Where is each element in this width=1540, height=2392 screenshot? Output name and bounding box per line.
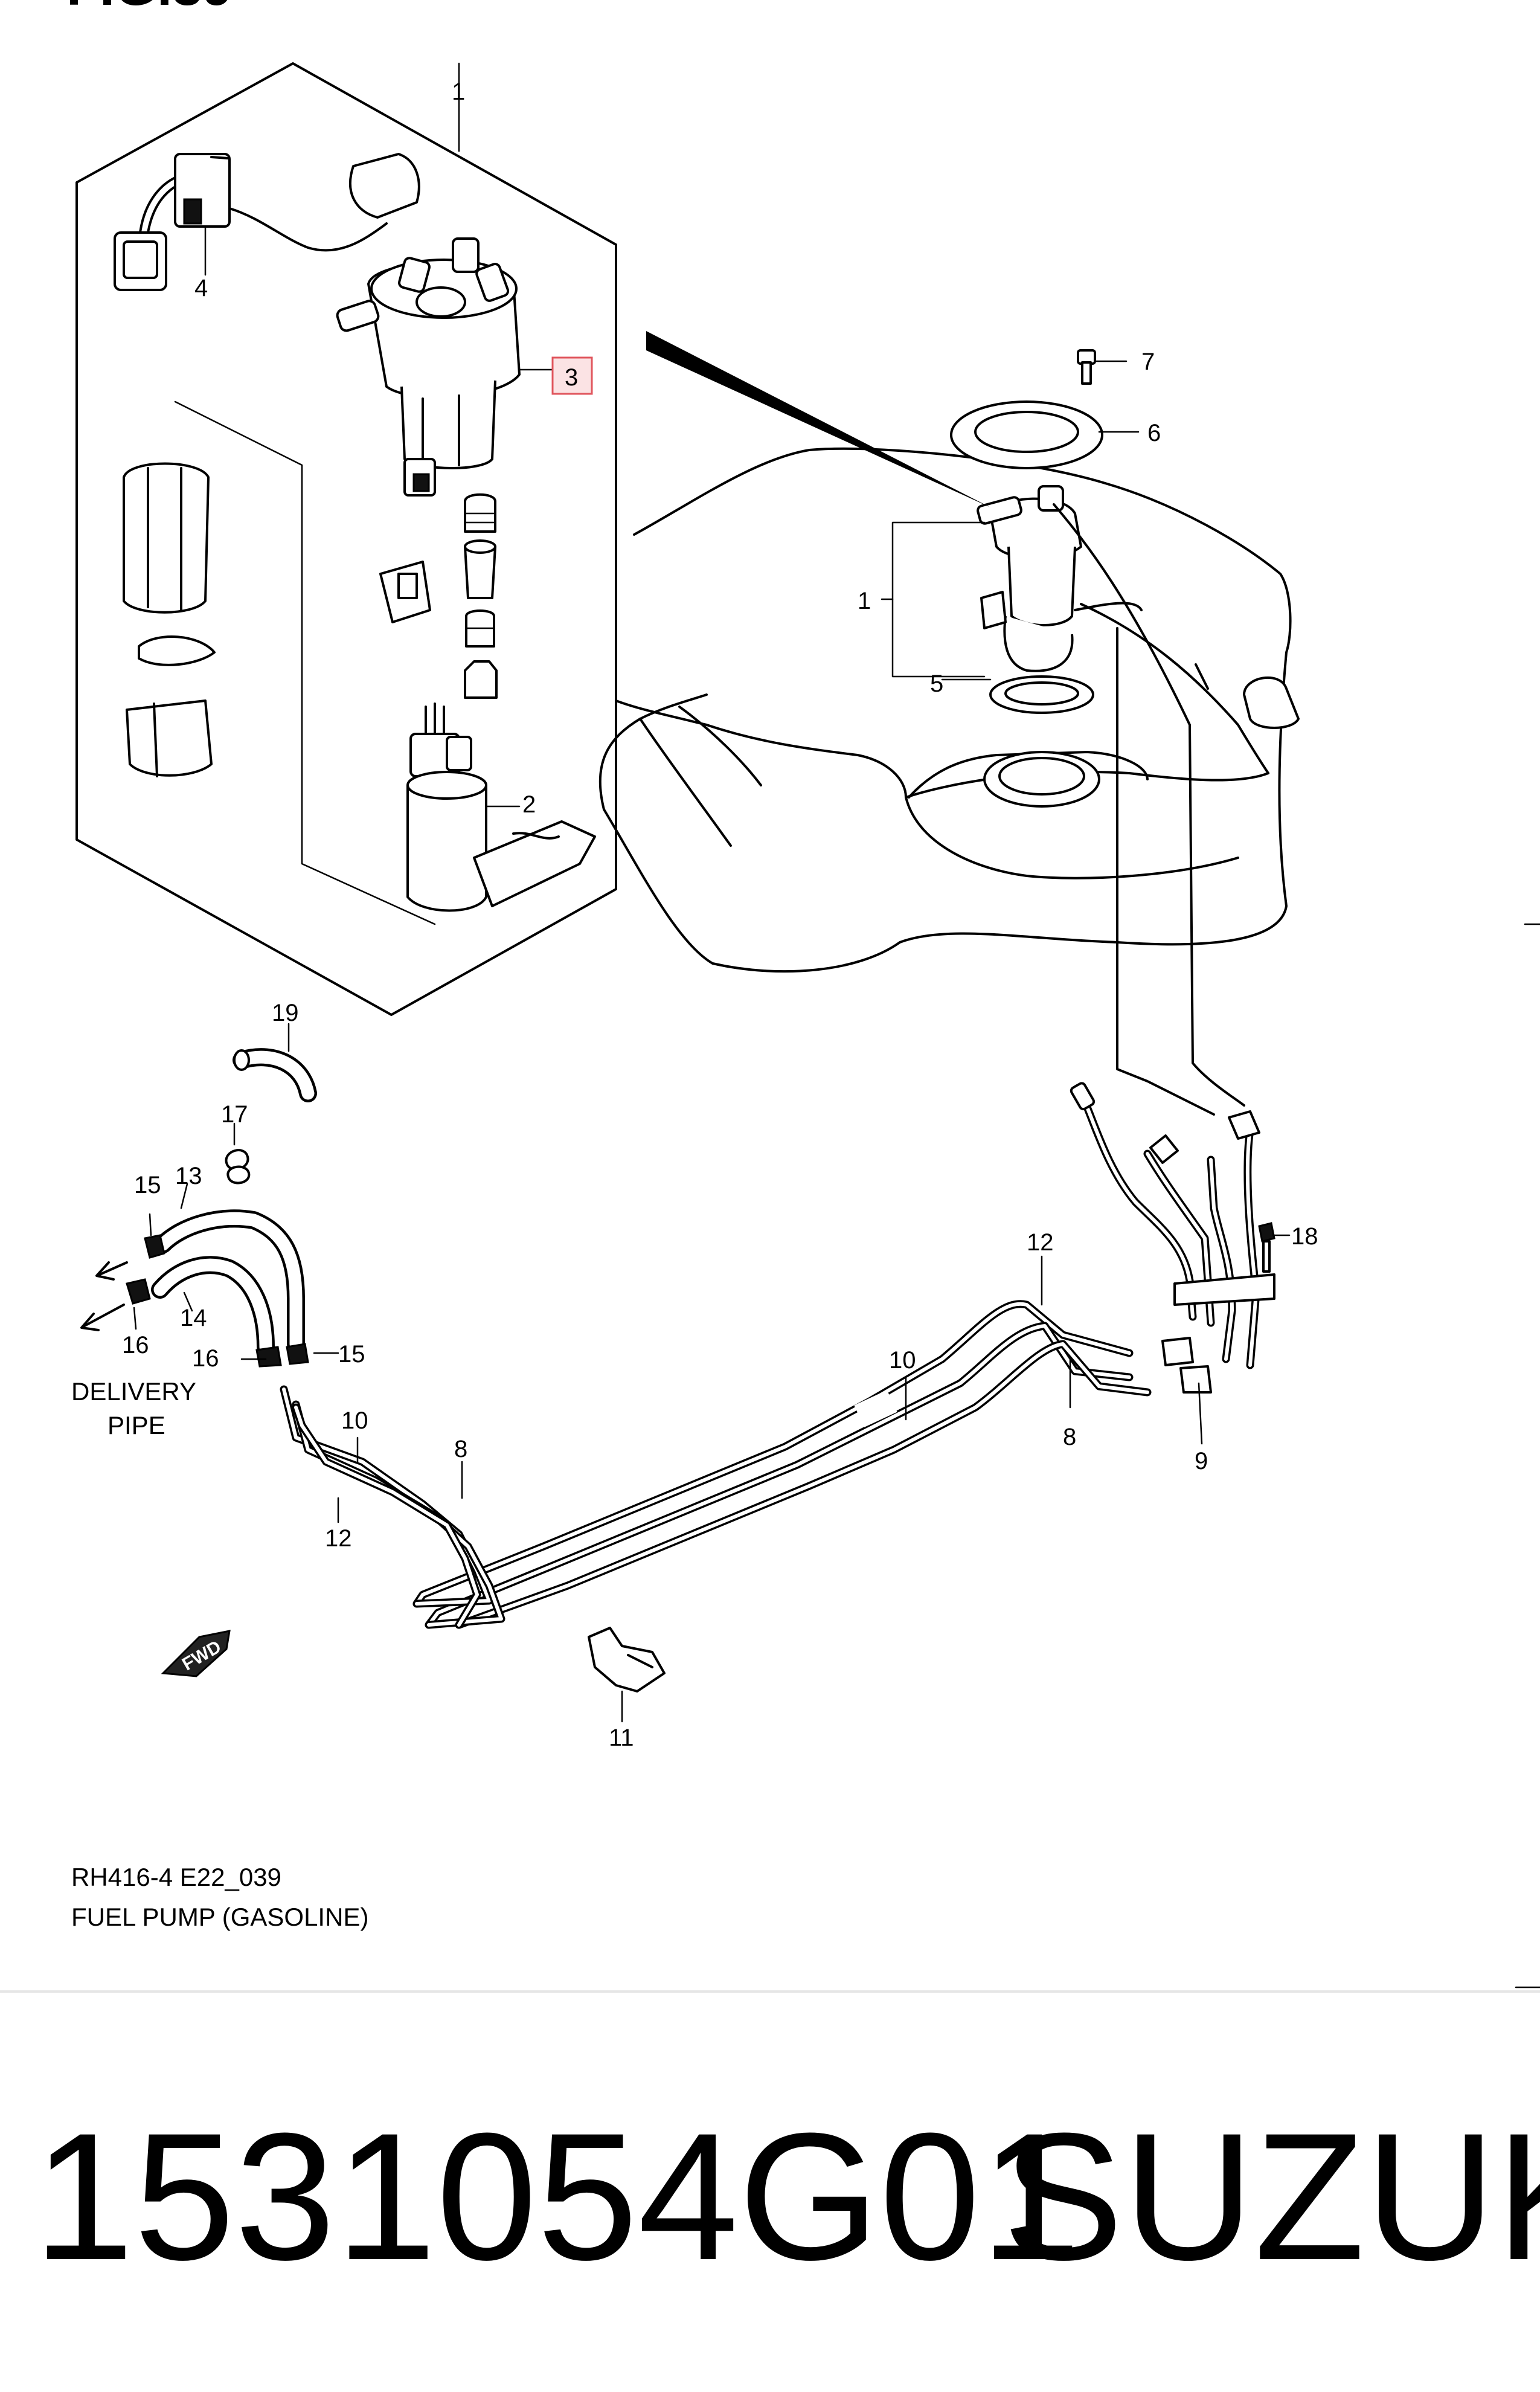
callout-4: 4	[194, 275, 208, 301]
figure-title: FUEL PUMP (GASOLINE)	[71, 1903, 368, 1931]
callout-16-left: 16	[122, 1332, 149, 1358]
callout-2: 2	[522, 791, 536, 818]
small-fittings-column	[464, 493, 498, 699]
callout-17: 17	[221, 1101, 248, 1128]
callout-3: 3	[565, 364, 578, 391]
callout-10-left: 10	[341, 1407, 368, 1434]
fuel-tank	[598, 447, 1300, 973]
callout-18: 18	[1291, 1223, 1318, 1250]
callout-1-tank: 1	[858, 588, 871, 614]
callout-12-right: 12	[1027, 1229, 1054, 1256]
hose-clip	[225, 1149, 251, 1185]
callout-5: 5	[930, 670, 943, 697]
callout-6: 6	[1147, 420, 1161, 446]
callout-1-top: 1	[452, 79, 465, 105]
holder-outline	[174, 400, 436, 925]
callout-11: 11	[609, 1725, 634, 1751]
callout-10-right: 10	[889, 1347, 916, 1374]
tank-pump-module	[977, 485, 1143, 714]
callout-8-left: 8	[454, 1436, 467, 1462]
pipe-clamp	[588, 1627, 666, 1723]
callout-19: 19	[272, 1000, 299, 1026]
callout-15-top: 15	[134, 1172, 161, 1198]
pump-module-group-outline	[75, 62, 617, 1016]
mounting-screw	[1077, 349, 1096, 385]
callout-13: 13	[175, 1163, 202, 1189]
diagram-bottom-edge	[0, 1990, 1540, 1993]
callout-7: 7	[1141, 349, 1155, 375]
vent-hose	[233, 1048, 317, 1102]
fuel-level-sender	[114, 153, 420, 291]
delivery-pipe-label-line2: PIPE	[107, 1411, 165, 1439]
callout-9: 9	[1195, 1448, 1208, 1474]
fuel-pipe-bundle	[1070, 1082, 1275, 1394]
callout-12-left: 12	[325, 1525, 352, 1552]
callout-leaders	[133, 1183, 1203, 1523]
forward-direction-arrow: FWD	[161, 1630, 231, 1677]
part-number: 1531054G01	[33, 2095, 1081, 2298]
pump-module-reservoir	[336, 237, 521, 497]
callout-14: 14	[180, 1305, 207, 1331]
mounting-bolt	[1258, 1222, 1275, 1273]
figure-code: RH416-4 E22_039	[71, 1863, 281, 1891]
figure-header-fragment: FIG.39	[66, 0, 233, 17]
callout-3-highlight-box	[551, 356, 593, 395]
retainer-ring	[950, 400, 1103, 469]
brand-name: SUZUKI	[1003, 2095, 1540, 2298]
fuel-pump-motor	[406, 702, 596, 912]
delivery-pipe-label-line1: DELIVERY	[71, 1377, 196, 1406]
callout-16-center: 16	[192, 1345, 219, 1372]
callout-15-bottom: 15	[338, 1341, 365, 1368]
callout-8-right: 8	[1063, 1424, 1076, 1450]
left-holder-bracket	[123, 462, 431, 777]
pointer-wedge	[646, 331, 990, 507]
fuel-pipes-long	[280, 1300, 1152, 1629]
delivery-pipe-arrows	[80, 1261, 128, 1331]
fuel-hoses	[126, 1209, 309, 1368]
